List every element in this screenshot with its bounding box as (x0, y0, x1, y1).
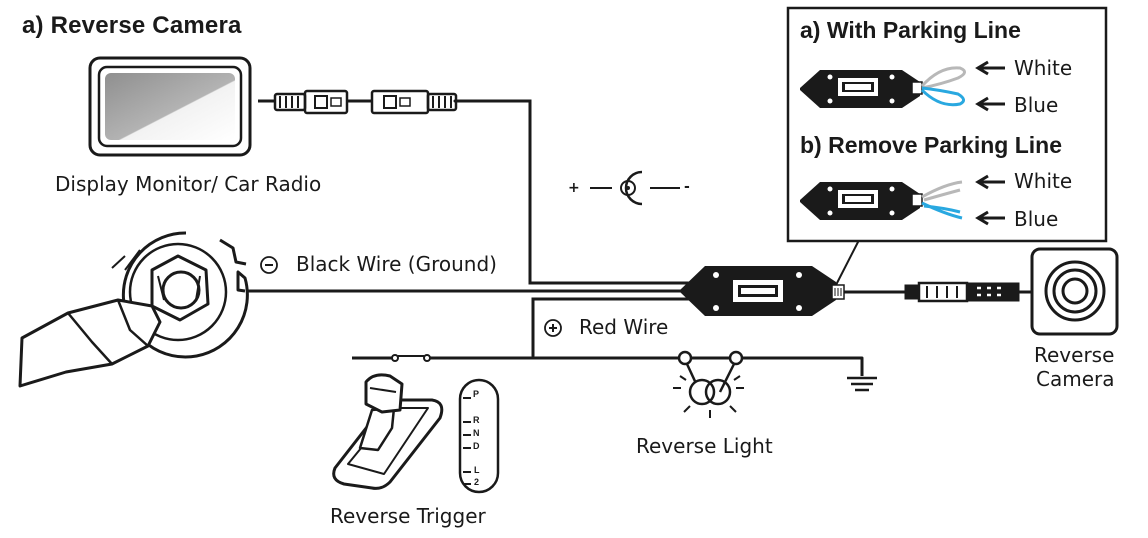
trigger-switch (352, 354, 431, 362)
parking-line-inset (786, 6, 1108, 243)
gear-label-d: D (473, 441, 480, 451)
control-box (680, 266, 845, 316)
display-monitor (88, 56, 252, 157)
wire-label-white-b: White (1014, 169, 1073, 193)
gear-label-r: R (473, 415, 480, 425)
camera-label-line1: Reverse (1034, 343, 1115, 367)
gear-label-p: P (473, 389, 480, 399)
plus-symbol (544, 319, 562, 337)
wire-label-blue-b: Blue (1014, 207, 1059, 231)
monitor-label: Display Monitor/ Car Radio (55, 172, 322, 196)
reverse-trigger-label: Reverse Trigger (330, 504, 486, 528)
module-remove-parking-line (800, 174, 1005, 226)
gear-label-2: 2 (474, 477, 480, 487)
wire-label-white-a: White (1014, 56, 1073, 80)
camera-connector (904, 281, 1020, 303)
reverse-light-label: Reverse Light (636, 434, 773, 458)
black-wire-label: Black Wire (Ground) (296, 252, 497, 276)
gear-shifter (332, 373, 500, 494)
reverse-light (673, 350, 744, 418)
polarity-plus: + (568, 180, 580, 196)
module-with-parking-line (800, 60, 1005, 112)
red-wire-label: Red Wire (579, 315, 669, 339)
ground-symbol (847, 358, 877, 392)
minus-symbol (260, 256, 278, 274)
wire-label-blue-a: Blue (1014, 93, 1059, 117)
diagram-title: a) Reverse Camera (22, 12, 242, 39)
inset-title-with-parking-line: a) With Parking Line (800, 17, 1021, 43)
battery-clamp (18, 231, 249, 388)
gear-label-l: L (474, 465, 480, 475)
polarity-symbol (590, 170, 680, 206)
inset-title-remove-parking-line: b) Remove Parking Line (800, 132, 1063, 158)
gear-label-n: N (473, 428, 480, 438)
polarity-minus: - (684, 179, 690, 195)
reverse-camera (1030, 247, 1119, 336)
camera-label-line2: Camera (1036, 367, 1115, 391)
monitor-connector (258, 89, 458, 115)
